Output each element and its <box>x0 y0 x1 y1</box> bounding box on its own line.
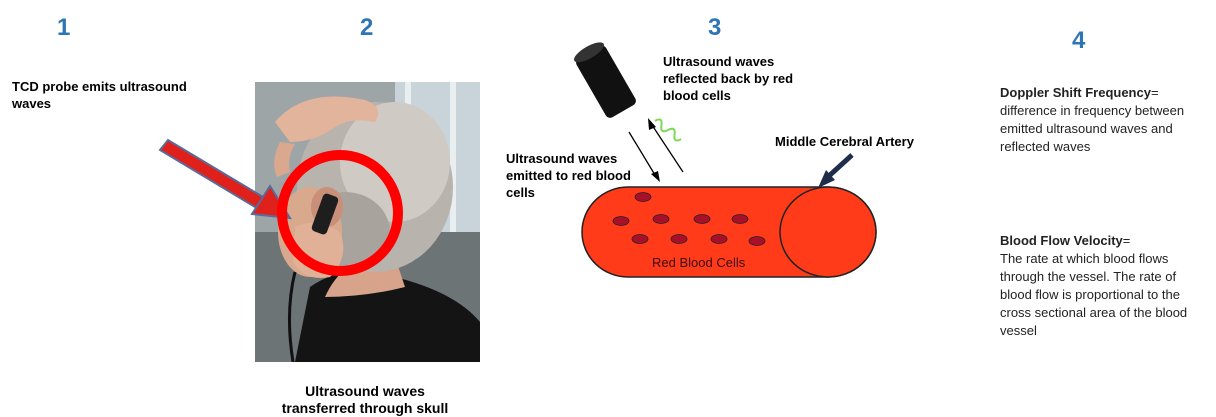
ultrasound-probe-icon <box>571 39 637 120</box>
step1-caption: TCD probe emits ultrasound waves <box>12 78 227 112</box>
step-number-4: 4 <box>1072 27 1085 55</box>
red-blood-cell <box>635 193 651 202</box>
velocity-text: The rate at which blood flows through th… <box>1000 251 1187 338</box>
artery-pointer-arrow-icon <box>818 155 852 188</box>
red-blood-cell <box>749 237 765 246</box>
red-blood-cell <box>711 235 727 244</box>
doppler-text: difference in frequency between emitted … <box>1000 103 1184 154</box>
doppler-title: Doppler Shift Frequency <box>1000 85 1151 100</box>
artery-label: Middle Cerebral Artery <box>775 133 945 150</box>
doppler-equals: = <box>1151 85 1159 100</box>
step-number-2: 2 <box>360 14 373 42</box>
red-blood-cell <box>613 217 629 226</box>
emitted-waves-label: Ultrasound waves emitted to red blood ce… <box>506 150 636 201</box>
red-blood-cell <box>671 235 687 244</box>
doppler-definition: Doppler Shift Frequency= difference in f… <box>1000 84 1210 156</box>
velocity-equals: = <box>1123 233 1131 248</box>
red-blood-cell <box>694 215 710 224</box>
step-number-1: 1 <box>57 14 70 42</box>
velocity-definition: Blood Flow Velocity= The rate at which b… <box>1000 232 1210 340</box>
red-blood-cell <box>732 215 748 224</box>
tcd-probe-photo <box>255 82 480 362</box>
red-blood-cell <box>632 235 648 244</box>
reflected-waves-label: Ultrasound waves reflected back by red b… <box>663 53 813 104</box>
red-blood-cell <box>653 215 669 224</box>
step2-caption: Ultrasound waves transferred through sku… <box>270 383 460 417</box>
reflected-wave-arrow-icon <box>648 118 683 172</box>
reflected-wave-icon <box>653 118 684 143</box>
red-blood-cells-label: Red Blood Cells <box>652 254 772 272</box>
step-number-3: 3 <box>708 14 721 42</box>
velocity-title: Blood Flow Velocity <box>1000 233 1123 248</box>
